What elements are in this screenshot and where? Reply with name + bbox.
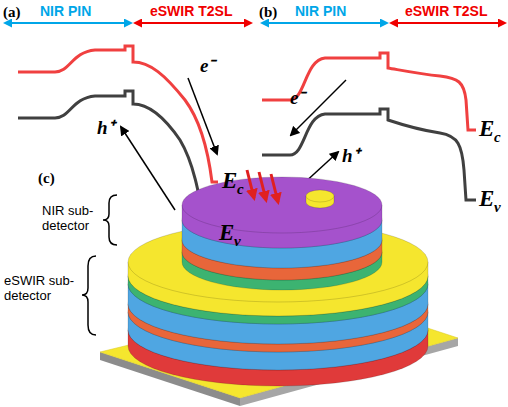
carrier-label: h⁺: [342, 146, 359, 167]
light-arrow: [271, 174, 278, 202]
conduction-band: [262, 53, 476, 130]
electron-arrow: [188, 78, 217, 154]
region-label: eSWIR T2SL: [405, 4, 487, 19]
device-label: eSWIR sub-detector: [4, 274, 82, 304]
carrier-label: e⁻: [290, 88, 304, 109]
light-arrow: [247, 170, 254, 198]
band-label: E: [479, 116, 494, 141]
mesa-stack: [128, 177, 428, 386]
carrier-label: e⁻: [200, 56, 214, 77]
carrier-label: h⁺: [97, 118, 114, 139]
region-label: eSWIR T2SL: [150, 4, 232, 19]
bracket: [82, 256, 96, 335]
band-subscript: v: [494, 199, 501, 216]
conduction-band: [18, 46, 218, 182]
electron-arrow: [291, 80, 346, 135]
panel-label: (b): [259, 4, 277, 21]
light-arrow: [259, 172, 266, 200]
band-label: E: [479, 186, 494, 211]
layer-top: [182, 177, 382, 233]
region-label: NIR PIN: [40, 4, 91, 19]
region-label: NIR PIN: [295, 4, 346, 19]
region-arrow: [5, 22, 131, 24]
band-label: E: [219, 220, 234, 245]
device-label: NIR sub-detector: [42, 204, 104, 234]
layer-top: [306, 190, 334, 202]
band-subscript: c: [237, 181, 244, 198]
region-arrow: [391, 22, 505, 24]
band-label: E: [222, 168, 237, 193]
hole-arrow: [121, 127, 175, 210]
bracket: [103, 195, 117, 245]
panel-label: (c): [38, 170, 55, 187]
band-subscript: v: [234, 233, 241, 250]
region-arrow: [135, 22, 251, 24]
band-subscript: c: [494, 129, 501, 146]
region-arrow: [262, 22, 387, 24]
panel-label: (a): [3, 4, 21, 21]
